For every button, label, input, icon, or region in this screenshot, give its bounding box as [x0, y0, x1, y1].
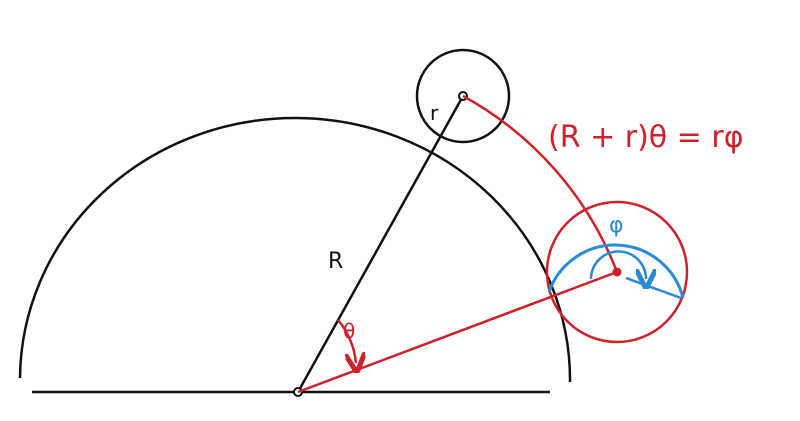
label-R: R: [328, 249, 343, 274]
small-circle-initial: [415, 48, 511, 144]
blue-radius-line: [625, 276, 682, 300]
small-circle-rolled: [545, 200, 689, 344]
rolled-center-point: [612, 267, 622, 277]
large-semicircle: [18, 116, 572, 383]
equation: (R + r)θ = rφ: [548, 120, 743, 155]
label-theta: θ: [343, 319, 355, 343]
phi-angle-arc: [589, 250, 646, 280]
theta-angle-arc: [337, 319, 356, 363]
rolled-arc-length: [547, 243, 685, 299]
label-phi: φ: [609, 213, 624, 238]
label-r: r: [430, 101, 439, 125]
radius-line-R: [296, 95, 465, 393]
